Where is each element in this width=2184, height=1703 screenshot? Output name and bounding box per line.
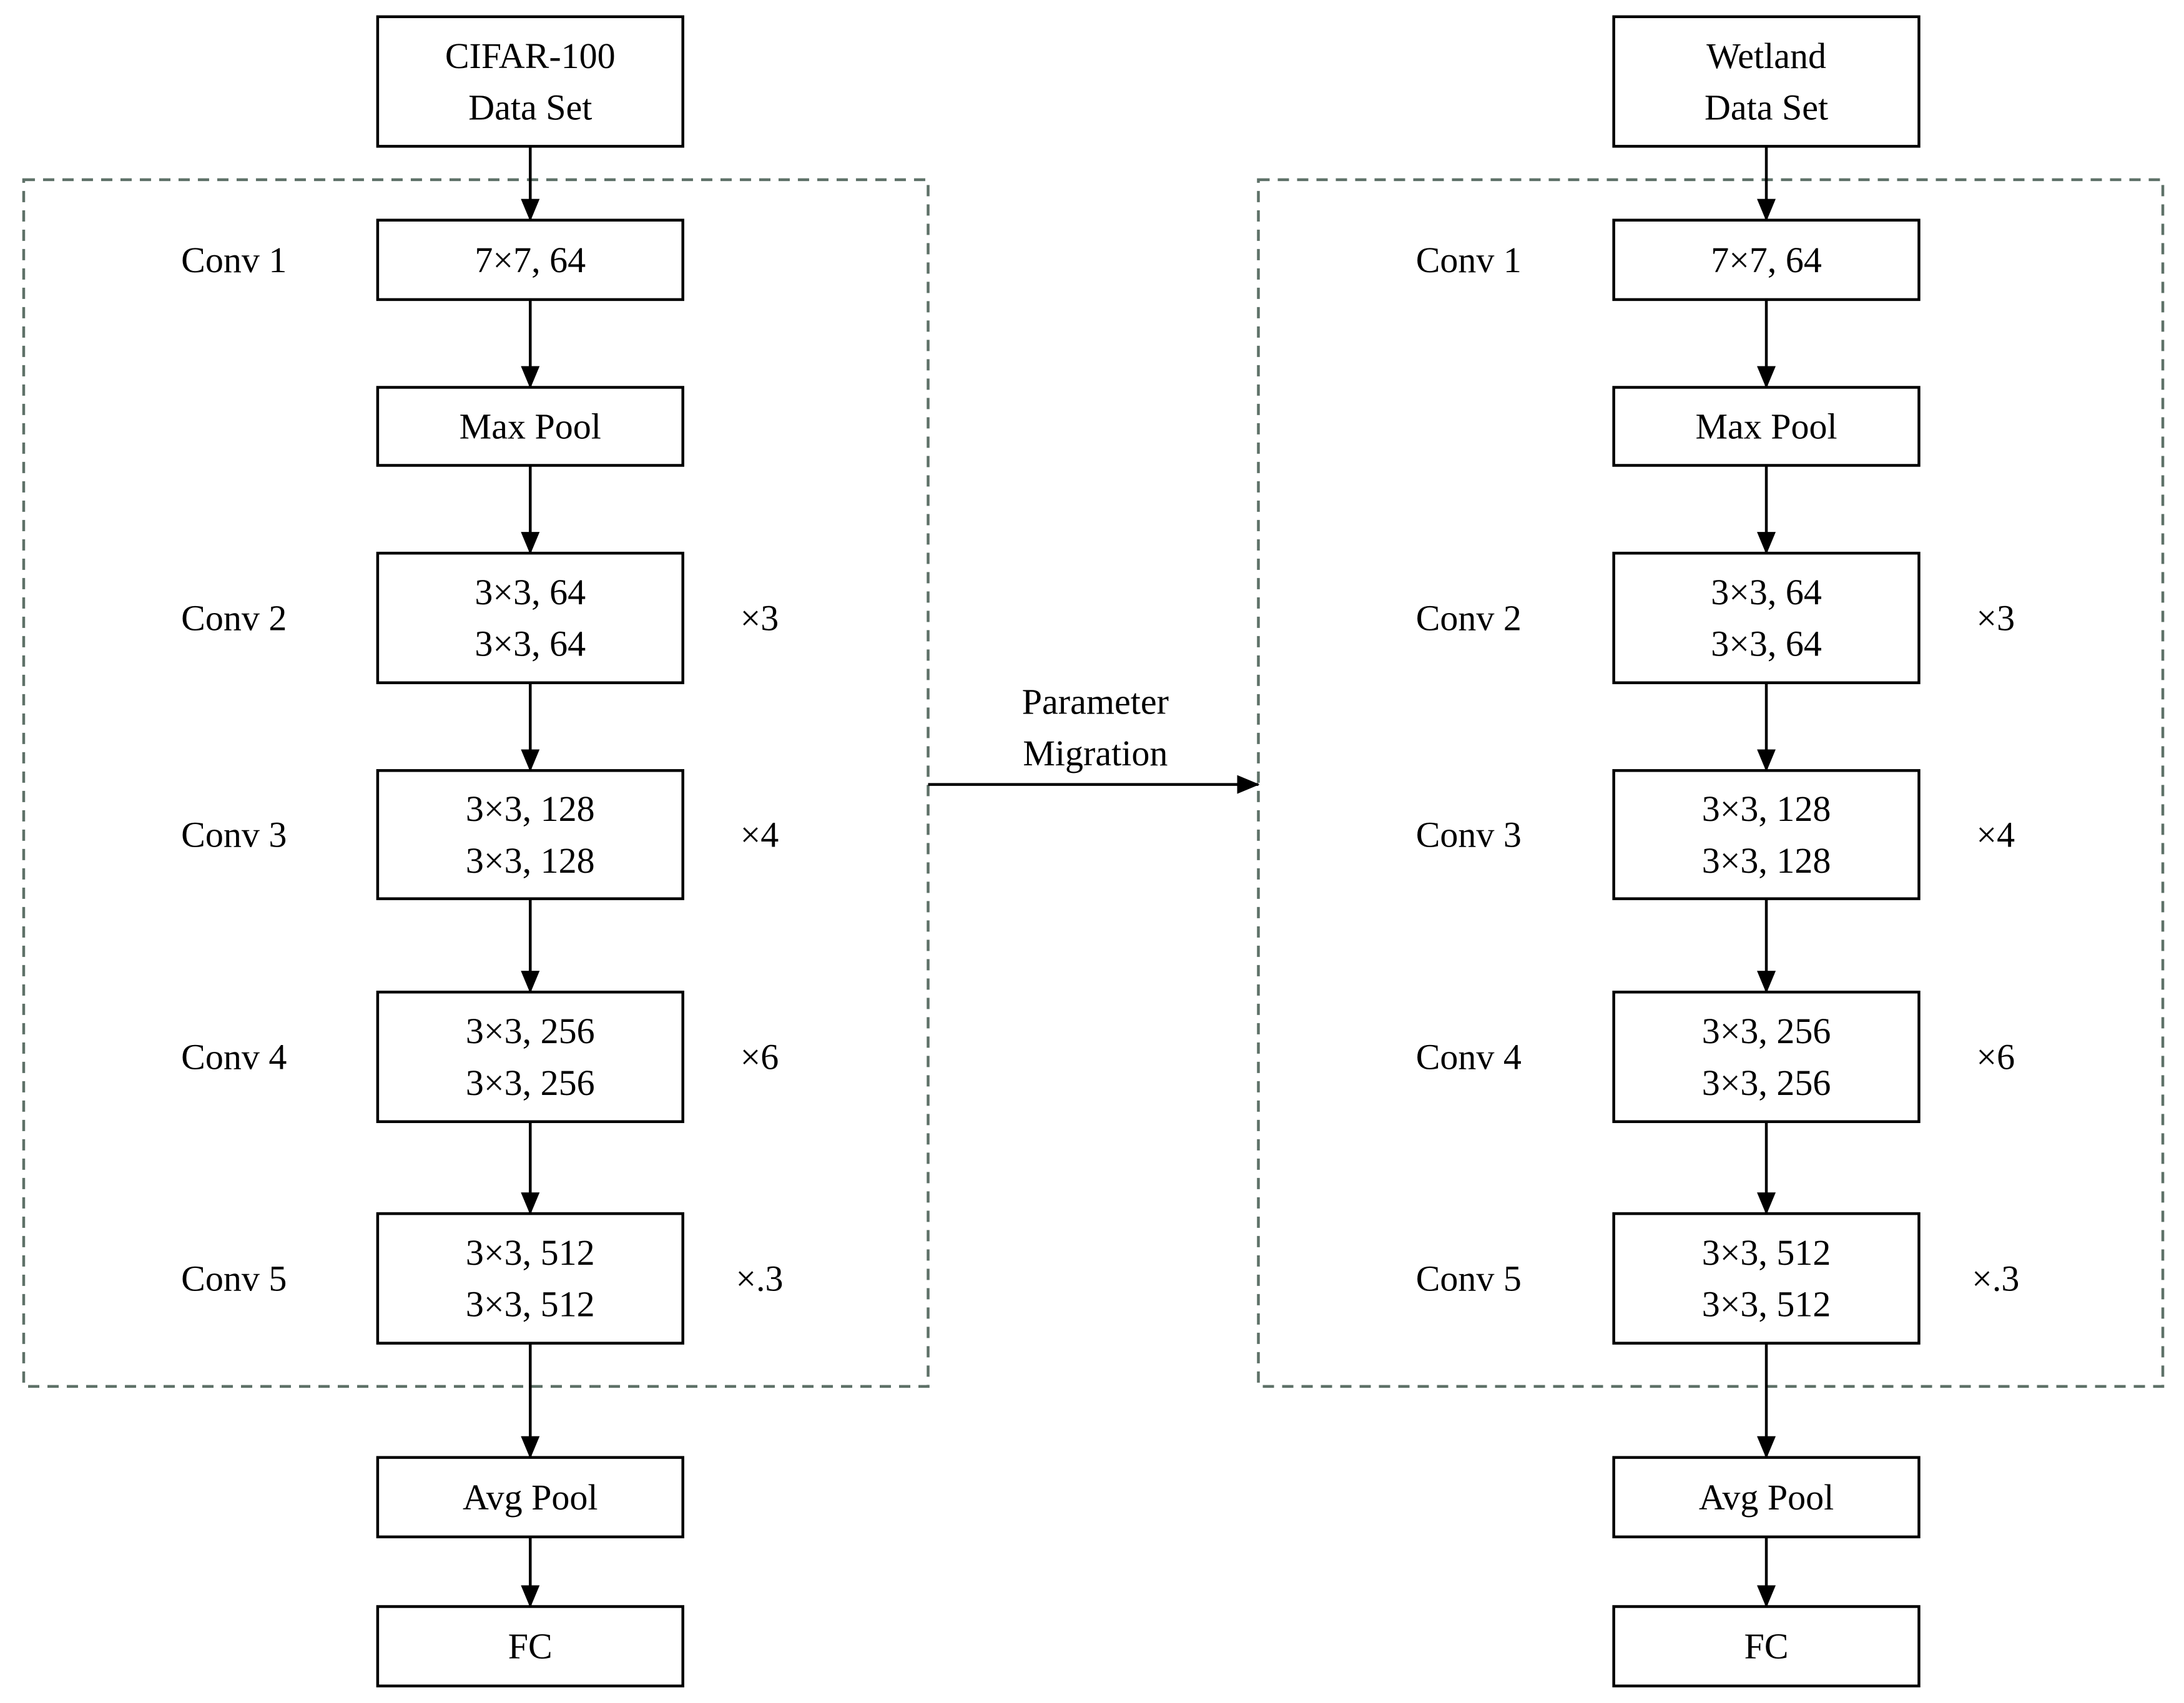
target-conv5-spec-line: 3×3, 512 (1702, 1232, 1831, 1273)
source-conv2-spec-line: 3×3, 64 (475, 624, 586, 664)
target-maxpool-spec-line: Max Pool (1695, 406, 1837, 446)
target-conv2-label: Conv 2 (1416, 597, 1522, 638)
target-dataset-label-line: Wetland (1706, 36, 1826, 76)
source-conv4-label: Conv 4 (181, 1036, 287, 1077)
source-conv4-box (376, 990, 684, 1124)
source-dataset-box (376, 15, 684, 148)
source-conv2-label: Conv 2 (181, 597, 287, 638)
target-conv4-spec-line: 3×3, 256 (1702, 1063, 1831, 1103)
target-fc-box (1612, 1605, 1921, 1687)
source-conv5-box (376, 1212, 684, 1345)
source-fc-label: FC (508, 1626, 553, 1667)
source-conv4-spec-line: 3×3, 256 (466, 1063, 595, 1103)
source-conv5-spec-line: 3×3, 512 (466, 1284, 595, 1325)
parameter-migration-label-line: Parameter (1022, 681, 1169, 722)
source-maxpool-spec: Max Pool (460, 406, 601, 446)
source-maxpool-box (376, 386, 684, 467)
target-conv4-spec-line: 3×3, 256 (1702, 1011, 1831, 1051)
source-conv3-spec: 3×3, 128 3×3, 128 (466, 788, 595, 881)
target-conv5-label: Conv 5 (1416, 1258, 1522, 1298)
source-conv3-repeat: ×4 (740, 814, 779, 855)
source-fc-box (376, 1605, 684, 1687)
source-conv2-spec-line: 3×3, 64 (475, 572, 586, 612)
target-conv3-spec: 3×3, 128 3×3, 128 (1702, 788, 1831, 881)
source-conv5-repeat: ×.3 (735, 1258, 783, 1298)
target-maxpool-spec: Max Pool (1695, 406, 1837, 446)
source-conv3-spec-line: 3×3, 128 (466, 840, 595, 881)
target-transferable-layers-frame (1257, 178, 2165, 1388)
target-conv3-repeat: ×4 (1976, 814, 2015, 855)
target-maxpool-box (1612, 386, 1921, 467)
source-conv1-spec-line: 7×7, 64 (475, 240, 586, 280)
target-conv4-box (1612, 990, 1921, 1124)
target-conv3-label: Conv 3 (1416, 814, 1522, 855)
source-conv3-spec-line: 3×3, 128 (466, 788, 595, 829)
target-conv2-spec-line: 3×3, 64 (1711, 572, 1822, 612)
target-conv5-spec-line: 3×3, 512 (1702, 1284, 1831, 1325)
source-dataset-label-line: CIFAR-100 (445, 36, 616, 76)
target-conv3-spec-line: 3×3, 128 (1702, 840, 1831, 881)
source-conv3-label: Conv 3 (181, 814, 287, 855)
target-dataset-label-line: Data Set (1704, 87, 1828, 127)
target-dataset-box (1612, 15, 1921, 148)
source-conv1-spec: 7×7, 64 (475, 240, 586, 280)
target-conv1-spec-line: 7×7, 64 (1711, 240, 1822, 280)
target-conv1-box (1612, 218, 1921, 302)
target-fc-label: FC (1744, 1626, 1789, 1667)
target-conv2-spec-line: 3×3, 64 (1711, 624, 1822, 664)
target-conv4-spec: 3×3, 256 3×3, 256 (1702, 1011, 1831, 1103)
source-conv5-label: Conv 5 (181, 1258, 287, 1298)
target-conv2-box (1612, 551, 1921, 684)
source-conv4-spec-line: 3×3, 256 (466, 1011, 595, 1051)
source-conv5-spec: 3×3, 512 3×3, 512 (466, 1232, 595, 1325)
source-avgpool-label: Avg Pool (463, 1477, 598, 1518)
target-conv1-spec: 7×7, 64 (1711, 240, 1822, 280)
source-conv4-spec: 3×3, 256 3×3, 256 (466, 1011, 595, 1103)
source-conv2-repeat: ×3 (740, 597, 779, 638)
source-conv4-repeat: ×6 (740, 1036, 779, 1077)
parameter-migration-label-line: Migration (1023, 733, 1168, 773)
source-fc-label-line: FC (508, 1626, 553, 1667)
source-dataset-label-line: Data Set (468, 87, 592, 127)
target-conv5-spec: 3×3, 512 3×3, 512 (1702, 1232, 1831, 1325)
source-conv1-box (376, 218, 684, 302)
source-conv2-box (376, 551, 684, 684)
source-avgpool-label-line: Avg Pool (463, 1477, 598, 1518)
source-conv3-box (376, 769, 684, 900)
target-conv3-spec-line: 3×3, 128 (1702, 788, 1831, 829)
target-fc-label-line: FC (1744, 1626, 1789, 1667)
target-conv4-repeat: ×6 (1976, 1036, 2015, 1077)
target-avgpool-label-line: Avg Pool (1699, 1477, 1834, 1518)
source-conv5-spec-line: 3×3, 512 (466, 1232, 595, 1273)
target-conv2-spec: 3×3, 64 3×3, 64 (1711, 572, 1822, 664)
target-avgpool-label: Avg Pool (1699, 1477, 1834, 1518)
target-conv1-label: Conv 1 (1416, 240, 1522, 280)
source-conv1-label: Conv 1 (181, 240, 287, 280)
target-conv4-label: Conv 4 (1416, 1036, 1522, 1077)
target-conv2-repeat: ×3 (1976, 597, 2015, 638)
target-conv5-repeat: ×.3 (1972, 1258, 2019, 1298)
source-maxpool-spec-line: Max Pool (460, 406, 601, 446)
source-transferable-layers-frame (22, 178, 930, 1388)
source-conv2-spec: 3×3, 64 3×3, 64 (475, 572, 586, 664)
